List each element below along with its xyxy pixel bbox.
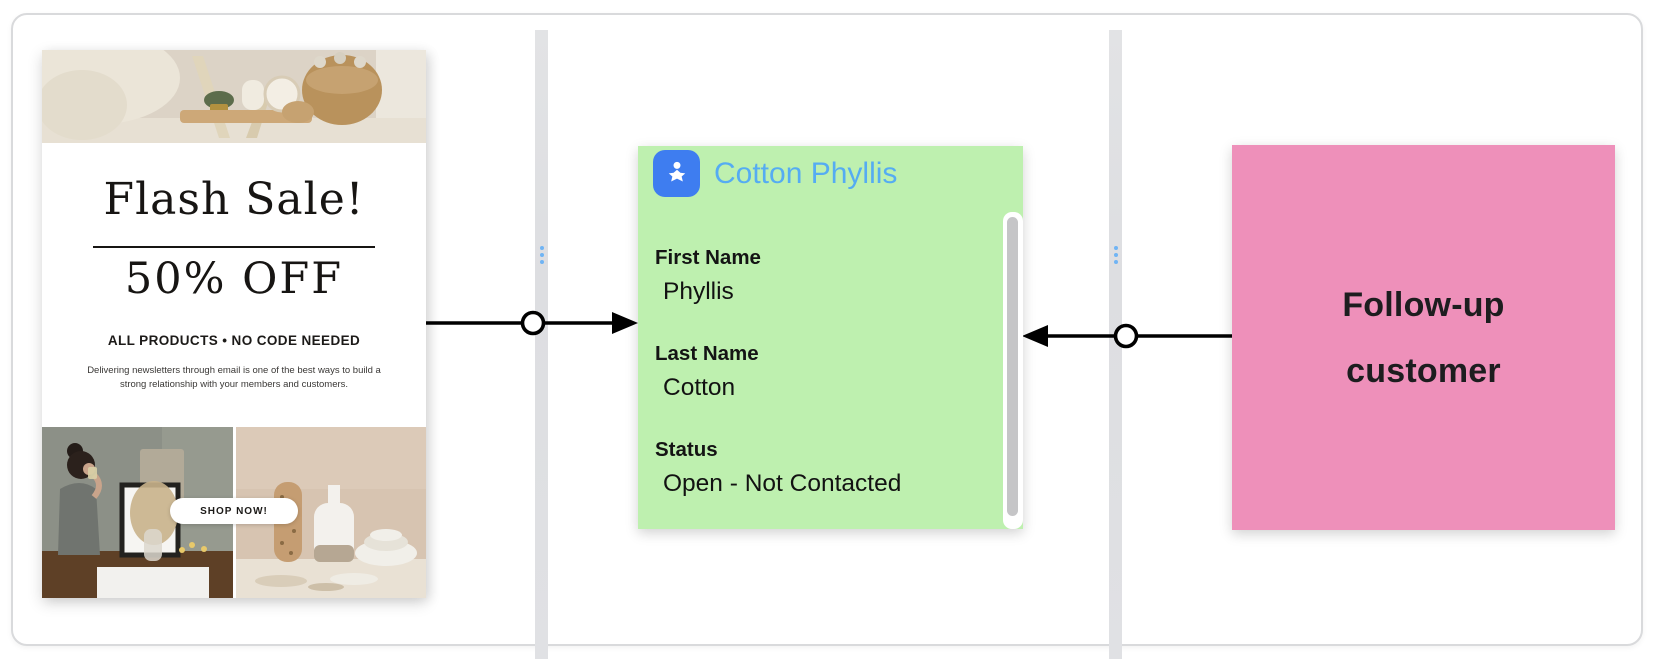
flyer-divider-line xyxy=(93,246,375,248)
contact-card-header: Cotton Phyllis xyxy=(653,150,897,197)
flyer-subheadline: 50% OFF xyxy=(124,254,344,304)
scrollbar-track[interactable] xyxy=(1003,212,1023,529)
contact-card[interactable]: Cotton Phyllis First Name Phyllis Last N… xyxy=(638,146,1023,529)
field-label: Status xyxy=(655,438,718,461)
drag-dots-icon[interactable] xyxy=(1113,246,1118,264)
connector-handle-circle[interactable] xyxy=(1113,323,1139,349)
panel-divider-right xyxy=(1109,30,1122,659)
panel-divider-left xyxy=(535,30,548,659)
drag-dots-icon[interactable] xyxy=(539,246,544,264)
contact-field-last-name: Last Name Cotton xyxy=(655,342,985,402)
flyer-tagline: ALL PRODUCTS • NO CODE NEEDED xyxy=(107,333,361,348)
flyer-photo-still-life xyxy=(236,427,426,598)
connector-handle-circle[interactable] xyxy=(520,310,546,336)
field-label: Last Name xyxy=(655,342,759,365)
flyer-body-text: Delivering newsletters through email is … xyxy=(87,365,381,390)
note-card[interactable]: Follow-up customer xyxy=(1232,145,1615,530)
shop-now-button[interactable]: SHOP NOW! xyxy=(170,498,298,524)
email-flyer-card[interactable]: Flash Sale! 50% OFF ALL PRODUCTS • NO CO… xyxy=(42,50,426,598)
note-card-text: Follow-up customer xyxy=(1342,285,1505,390)
scrollbar-thumb[interactable] xyxy=(1007,217,1018,516)
field-value: Open - Not Contacted xyxy=(663,470,902,497)
field-label: First Name xyxy=(655,246,761,269)
field-value: Phyllis xyxy=(663,278,734,305)
contact-field-status: Status Open - Not Contacted xyxy=(655,438,985,498)
contact-field-first-name: First Name Phyllis xyxy=(655,246,985,306)
flyer-headline: Flash Sale! xyxy=(103,174,365,225)
contact-card-title: Cotton Phyllis xyxy=(714,156,898,190)
contact-person-icon xyxy=(653,150,700,197)
flyer-hero-photo xyxy=(42,50,426,143)
field-value: Cotton xyxy=(663,374,736,401)
